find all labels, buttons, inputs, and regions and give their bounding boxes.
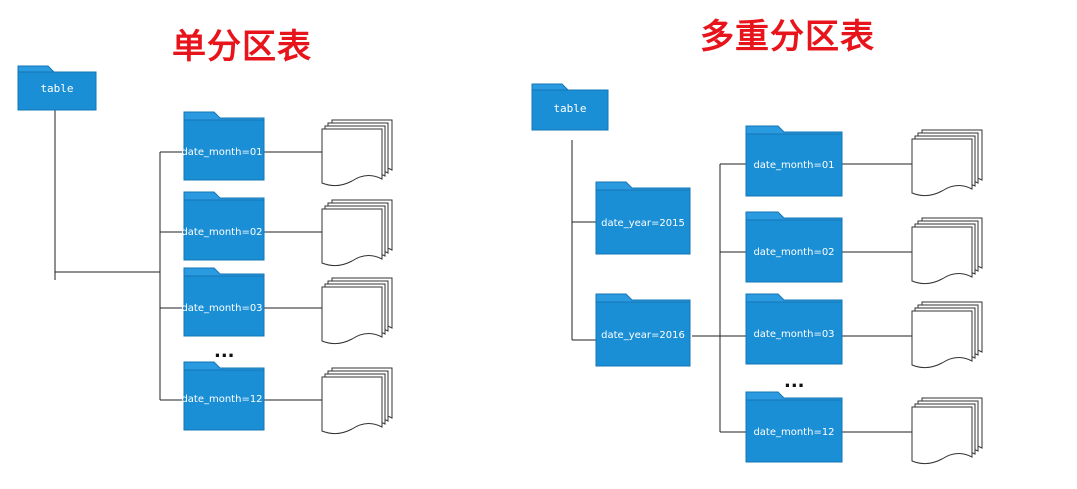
right-partition-label: date_month=01 [753, 160, 834, 171]
left-partition-label: date_month=01 [181, 147, 262, 158]
year-label: date_year=2015 [601, 218, 685, 229]
left-root-folder-icon: table [17, 65, 97, 111]
right-connectors [571, 140, 912, 433]
left-partition-label: date_month=02 [181, 227, 262, 238]
left-partition-folder-icon: date_month=03 [181, 267, 265, 337]
left-partition-folder-icon: date_month=12 [181, 361, 265, 431]
right-partition-label: date_month=02 [753, 247, 834, 258]
right-title: 多重分区表 [700, 17, 875, 57]
file-stack-icon [321, 277, 393, 345]
right-ellipsis: ... [784, 371, 805, 392]
left-partition-label: date_month=12 [181, 394, 262, 405]
right-partition-label: date_month=03 [753, 329, 834, 340]
left-partition-folder-icon: date_month=01 [181, 111, 265, 181]
left-partition-label: date_month=03 [181, 303, 262, 314]
right-partition-folder-icon: date_month=01 [745, 125, 843, 197]
right-root-folder-icon: table [531, 83, 609, 131]
left-title: 单分区表 [172, 27, 312, 67]
file-stack-icon [911, 397, 983, 465]
right-root-label: table [553, 102, 586, 115]
file-stack-icon [321, 199, 393, 267]
right-partition-folder-icon: date_month=03 [745, 293, 843, 365]
year-label: date_year=2016 [601, 330, 685, 341]
file-stack-icon [321, 367, 393, 435]
file-stack-icon [911, 129, 983, 197]
year-folder-icon: date_year=2015 [595, 181, 691, 255]
right-partition-label: date_month=12 [753, 427, 834, 438]
left-root-label: table [40, 82, 73, 95]
right-partition-folder-icon: date_month=12 [745, 391, 843, 463]
file-stack-icon [911, 217, 983, 285]
file-stack-icon [321, 119, 393, 187]
left-connectors [54, 108, 324, 401]
file-stack-icon [911, 301, 983, 369]
left-partition-folder-icon: date_month=02 [181, 191, 265, 261]
right-partition-folder-icon: date_month=02 [745, 211, 843, 283]
year-folder-icon: date_year=2016 [595, 293, 691, 367]
left-ellipsis: ... [214, 341, 235, 362]
